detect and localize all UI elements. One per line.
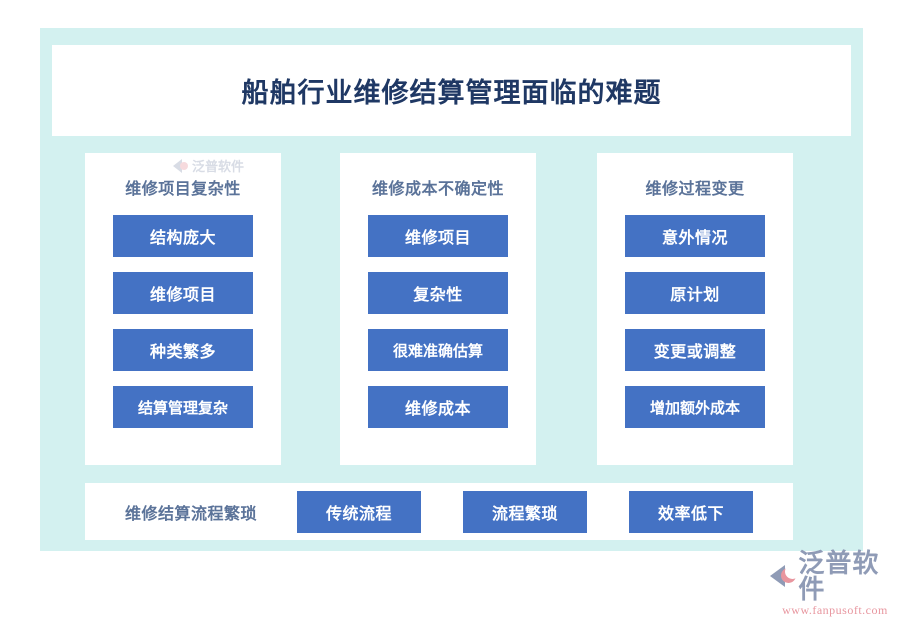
- watermark-mark-icon: [173, 158, 189, 174]
- bottom-category-heading: 维修结算流程繁琐: [124, 505, 257, 523]
- item-chip[interactable]: 流程繁琐: [463, 490, 587, 533]
- brand-url: www.fanpusoft.com: [782, 603, 888, 617]
- watermark-label: 泛普软件: [192, 159, 245, 174]
- item-chip[interactable]: 传统流程: [297, 490, 421, 533]
- item-chip[interactable]: 很难准确估算: [368, 329, 508, 371]
- category-item-list-2: 维修项目 复杂性 很难准确估算 维修成本: [340, 215, 536, 428]
- bottom-category-card: 维修结算流程繁琐 传统流程 流程繁琐 效率低下: [85, 483, 793, 540]
- bottom-item-list: 传统流程 流程繁琐 效率低下: [297, 490, 753, 533]
- item-chip[interactable]: 增加额外成本: [625, 386, 765, 428]
- brand-name: 泛普软件: [798, 548, 880, 604]
- item-chip[interactable]: 原计划: [625, 272, 765, 314]
- category-heading-3: 维修过程变更: [645, 181, 745, 198]
- category-item-list-1: 结构庞大 维修项目 种类繁多 结算管理复杂: [85, 215, 281, 428]
- category-heading-1: 维修项目复杂性: [125, 181, 241, 198]
- item-chip[interactable]: 维修项目: [368, 215, 508, 257]
- item-chip[interactable]: 结算管理复杂: [113, 386, 253, 428]
- item-chip[interactable]: 结构庞大: [113, 215, 253, 257]
- item-chip[interactable]: 效率低下: [629, 490, 753, 533]
- brand-row: 泛普软件: [770, 550, 900, 602]
- page-title: 船舶行业维修结算管理面临的难题: [241, 78, 662, 108]
- watermark-logo: 泛普软件: [173, 156, 244, 175]
- item-chip[interactable]: 意外情况: [625, 215, 765, 257]
- item-chip[interactable]: 变更或调整: [625, 329, 765, 371]
- fanpu-logo-icon: [770, 563, 800, 589]
- category-card-2: 维修成本不确定性 维修项目 复杂性 很难准确估算 维修成本: [340, 153, 536, 465]
- category-card-3: 维修过程变更 意外情况 原计划 变更或调整 增加额外成本: [597, 153, 793, 465]
- item-chip[interactable]: 种类繁多: [113, 329, 253, 371]
- category-card-1: 泛普软件 维修项目复杂性 结构庞大 维修项目 种类繁多 结算管理复杂: [85, 153, 281, 465]
- item-chip[interactable]: 维修项目: [113, 272, 253, 314]
- category-heading-2: 维修成本不确定性: [371, 181, 504, 198]
- infographic-panel: 船舶行业维修结算管理面临的难题 泛普软件 维修项目复杂性 结构庞大 维修项目 种…: [40, 28, 863, 551]
- category-item-list-3: 意外情况 原计划 变更或调整 增加额外成本: [597, 215, 793, 428]
- brand-logo: 泛普软件 www.fanpusoft.com: [770, 550, 900, 618]
- item-chip[interactable]: 复杂性: [368, 272, 508, 314]
- item-chip[interactable]: 维修成本: [368, 386, 508, 428]
- title-card: 船舶行业维修结算管理面临的难题: [52, 45, 851, 136]
